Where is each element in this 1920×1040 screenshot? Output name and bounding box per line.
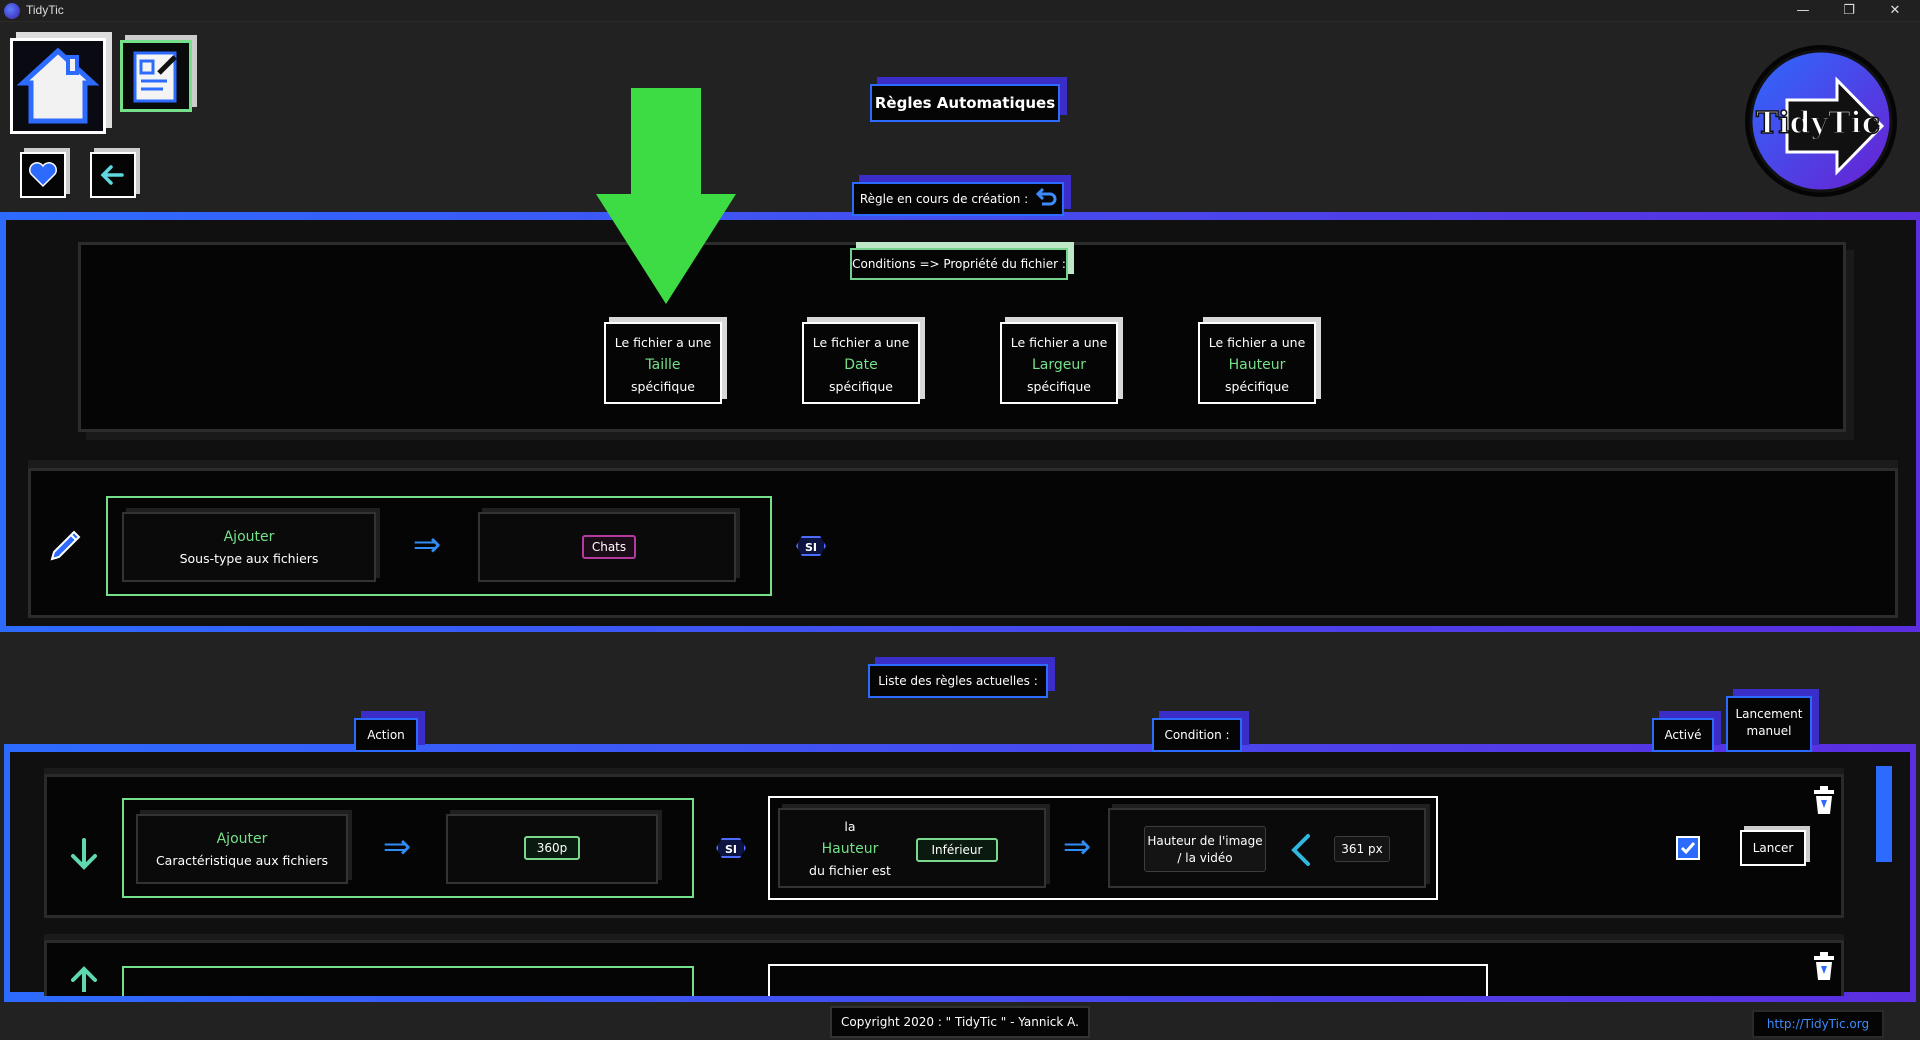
big-down-arrow-icon — [596, 88, 736, 308]
page-title: Règles Automatiques — [870, 84, 1060, 122]
card-text: Le fichier a une — [614, 335, 712, 350]
rule-condition-text: la Hauteur du fichier est — [790, 816, 910, 882]
undo-button[interactable] — [1032, 186, 1058, 212]
card-text: spécifique — [1225, 379, 1289, 394]
card-property: Date — [844, 357, 878, 373]
scrollbar-thumb[interactable] — [1876, 766, 1892, 862]
move-down-button[interactable] — [64, 834, 104, 874]
rule-condition-box — [778, 808, 1046, 888]
move-up-button[interactable] — [64, 962, 104, 992]
arrow-left-icon — [100, 165, 124, 185]
condition-card-size[interactable]: Le fichier a une Taille spécifique — [604, 322, 722, 404]
si-badge: SI — [796, 536, 826, 556]
check-icon — [1680, 842, 1696, 855]
trash-icon — [1814, 786, 1834, 814]
card-text: Le fichier a une — [812, 335, 910, 350]
target-pill: Hauteur de l'image / la vidéo — [1144, 826, 1266, 872]
card-text: Le fichier a une — [1208, 335, 1306, 350]
rule-value-box — [446, 814, 658, 884]
header-action: Action — [354, 718, 418, 752]
rule-condition — [768, 964, 1488, 996]
undo-icon — [1035, 187, 1057, 206]
tidytic-logo: TidyTic — [1742, 42, 1900, 200]
heart-icon — [29, 162, 57, 188]
home-button[interactable] — [10, 38, 106, 134]
condition-card-width[interactable]: Le fichier a une Largeur spécifique — [1000, 322, 1118, 404]
double-arrow-icon: ⇒ — [1062, 827, 1092, 867]
list-label: Liste des règles actuelles : — [868, 664, 1048, 698]
cond-property: Hauteur — [821, 841, 879, 857]
delete-button[interactable] — [1810, 784, 1838, 816]
document-edit-icon — [133, 51, 177, 103]
active-checkbox[interactable] — [1676, 836, 1700, 860]
home-icon — [16, 47, 100, 124]
action-object: Sous-type aux fichiers — [179, 551, 319, 566]
double-arrow-icon: ⇒ — [382, 827, 412, 867]
trash-icon — [1814, 952, 1834, 980]
cond-post: du fichier est — [809, 863, 891, 878]
value-pill[interactable]: Chats — [582, 535, 636, 559]
window-title: TidyTic — [26, 3, 64, 17]
condition-card-height[interactable]: Le fichier a une Hauteur spécifique — [1198, 322, 1316, 404]
website-link[interactable]: http://TidyTic.org — [1752, 1010, 1884, 1038]
rule-action — [122, 966, 694, 996]
card-property: Largeur — [1031, 357, 1087, 373]
delete-button[interactable] — [1810, 950, 1838, 982]
conditions-label: Conditions => Propriété du fichier : — [850, 248, 1068, 280]
minimize-button[interactable]: — — [1796, 3, 1810, 18]
action-verb: Ajouter — [223, 529, 275, 545]
cond-pre: la — [844, 819, 856, 834]
copyright: Copyright 2020 : " TidyTic " - Yannick A… — [830, 1006, 1090, 1038]
condition-card-date[interactable]: Le fichier a une Date spécifique — [802, 322, 920, 404]
creation-label: Règle en cours de création : — [852, 182, 1064, 216]
maximize-button[interactable]: ❐ — [1843, 3, 1855, 18]
card-property: Hauteur — [1228, 357, 1286, 373]
header-condition: Condition : — [1152, 718, 1242, 752]
rule-action-object: Caractéristique aux fichiers — [155, 853, 329, 868]
table-row — [44, 940, 1844, 996]
card-text: Le fichier a une — [1010, 335, 1108, 350]
amount-pill: 361 px — [1334, 836, 1390, 862]
launch-button[interactable]: Lancer — [1740, 830, 1806, 866]
card-text: spécifique — [631, 379, 695, 394]
close-button[interactable]: ✕ — [1889, 3, 1901, 18]
rule-action-verb: Ajouter — [216, 831, 268, 847]
edit-rule-button[interactable] — [46, 522, 86, 562]
double-arrow-icon: ⇒ — [412, 525, 442, 565]
header-manual: Lancement manuel — [1726, 696, 1812, 752]
card-property: Taille — [645, 357, 681, 373]
favorites-button[interactable] — [20, 152, 66, 198]
less-than-icon — [1286, 830, 1316, 870]
logo-text: TidyTic — [1755, 105, 1881, 142]
rules-editor-button[interactable] — [120, 40, 192, 112]
header-active: Activé — [1652, 718, 1714, 752]
app-icon — [4, 3, 20, 19]
rule-action-box: Ajouter Caractéristique aux fichiers — [136, 814, 348, 884]
card-text: spécifique — [829, 379, 893, 394]
arrow-up-icon — [71, 966, 97, 992]
rule-value-pill: 360p — [524, 836, 580, 860]
action-box[interactable]: Ajouter Sous-type aux fichiers — [122, 512, 376, 582]
card-text: spécifique — [1027, 379, 1091, 394]
back-button[interactable] — [90, 152, 136, 198]
si-badge: SI — [716, 838, 746, 858]
pencil-icon — [50, 530, 81, 561]
title-bar — [0, 0, 1920, 22]
arrow-down-icon — [71, 838, 97, 870]
operator-pill: Inférieur — [916, 838, 998, 862]
